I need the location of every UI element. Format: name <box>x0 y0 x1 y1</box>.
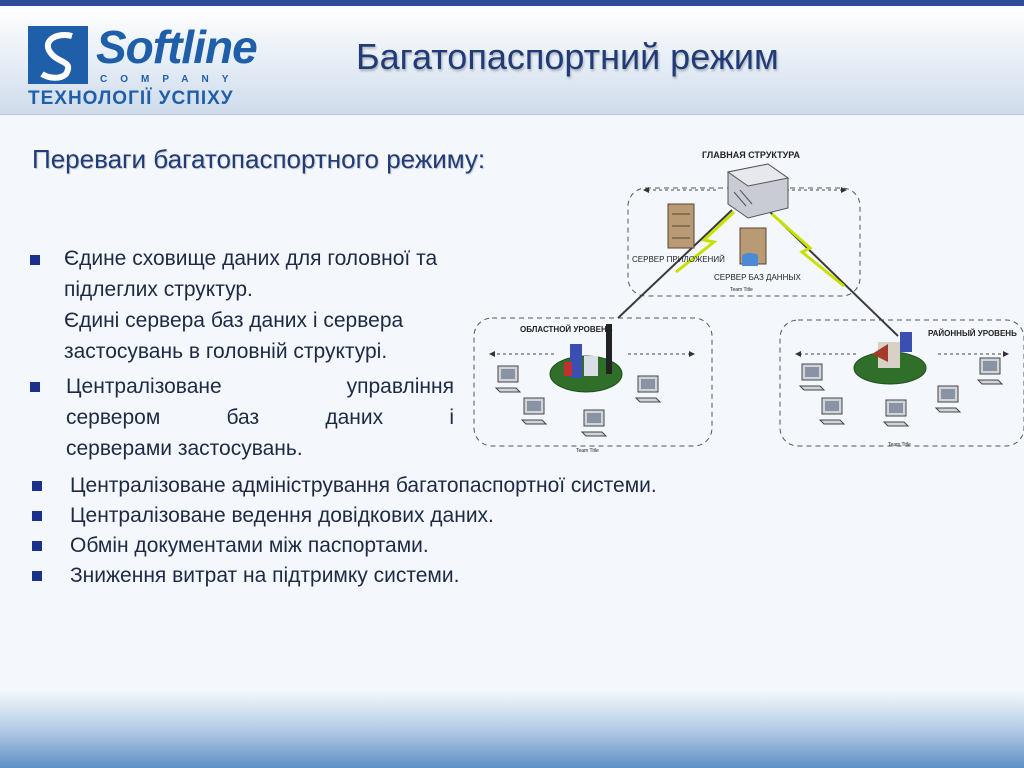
district-level-border <box>779 319 1024 447</box>
bullet-line: серверами застосувань. <box>66 437 303 460</box>
label-district-level: РАЙОННЫЙ УРОВЕНЬ <box>928 329 1017 338</box>
bullet-item-central-management: Централізоване управління сервером баз д… <box>66 371 454 464</box>
network-diagram: ГЛАВНАЯ СТРУКТУРА СЕРВЕР ПРИЛОЖЕНИЙ СЕРВ… <box>473 150 1024 454</box>
slide-title: Багатопаспортний режим <box>356 36 779 77</box>
list-item: Обмін документами між паспортами. <box>32 530 832 560</box>
list-item-text: Обмін документами між паспортами. <box>70 534 429 557</box>
label-regional-level: ОБЛАСТНОЙ УРОВЕНЬ <box>520 325 613 334</box>
workstation-icon <box>494 365 522 393</box>
workstation-icon <box>634 375 662 403</box>
bullet-line: підлеглих структур. <box>64 278 253 301</box>
list-item-text: Централізоване адміністрування багатопас… <box>70 474 657 497</box>
bullet-item-shared-storage: Єдине сховище даних для головної та підл… <box>64 243 484 367</box>
subheading: Переваги багатопаспортного режиму: <box>32 144 486 174</box>
softline-logo: Softline COMPANY ТЕХНОЛОГІЇ УСПІХУ <box>28 18 268 110</box>
benefits-list: Централізоване адміністрування багатопас… <box>32 470 832 590</box>
regional-level-border <box>473 317 713 447</box>
workstation-icon <box>934 385 962 413</box>
regional-city-icon <box>549 324 623 393</box>
logo-slogan: ТЕХНОЛОГІЇ УСПІХУ <box>28 88 234 109</box>
logo-mark-icon <box>28 26 88 84</box>
header-band: Softline COMPANY ТЕХНОЛОГІЇ УСПІХУ Багат… <box>0 6 1024 115</box>
logo-word: Softline <box>96 21 258 73</box>
label-team-title: Team Title <box>576 448 599 454</box>
bullet-word: баз <box>226 406 260 429</box>
logo-company: COMPANY <box>100 74 242 85</box>
list-item: Зниження витрат на підтримку системи. <box>32 560 832 590</box>
workstation-icon <box>520 397 548 425</box>
district-city-icon <box>853 332 927 385</box>
workstation-icon <box>580 409 608 437</box>
label-main-structure: ГЛАВНАЯ СТРУКТУРА <box>702 150 800 160</box>
list-item-text: Зниження витрат на підтримку системи. <box>70 564 460 587</box>
list-item: Централізоване ведення довідкових даних. <box>32 500 832 530</box>
db-server-icon <box>739 227 767 266</box>
app-server-icon <box>667 203 695 249</box>
top-rule <box>0 0 1024 6</box>
bullet-square-icon <box>30 255 40 265</box>
lightning-icon <box>770 212 845 288</box>
list-item: Централізоване адміністрування багатопас… <box>32 470 832 500</box>
bullet-square-icon <box>32 511 42 521</box>
label-team-title: Team Title <box>888 442 911 448</box>
bullet-line: Єдине сховище даних для головної та <box>64 247 438 270</box>
main-server-icon <box>726 163 790 219</box>
label-team-title: Team Title <box>730 287 753 293</box>
bullet-word: і <box>449 406 454 429</box>
bullet-word: управління <box>346 375 454 398</box>
bullet-square-icon <box>32 541 42 551</box>
workstation-icon <box>818 397 846 425</box>
lightning-icon <box>675 210 736 274</box>
label-app-server: СЕРВЕР ПРИЛОЖЕНИЙ <box>632 255 725 264</box>
bullet-word: Централізоване <box>66 375 222 398</box>
bullet-word: сервером <box>66 406 161 429</box>
bullet-line: Єдині сервера баз даних і сервера <box>64 309 404 332</box>
workstation-icon <box>976 357 1004 385</box>
bullet-line: сервером баз даних і <box>66 402 454 433</box>
footer-band <box>0 690 1024 768</box>
bullet-square-icon <box>32 571 42 581</box>
workstation-icon <box>798 363 826 391</box>
bullet-word: даних <box>325 406 384 429</box>
bullet-line: Централізоване управління <box>66 371 454 402</box>
bullet-square-icon <box>32 481 42 491</box>
label-db-server: СЕРВЕР БАЗ ДАННЫХ <box>714 273 801 282</box>
list-item-text: Централізоване ведення довідкових даних. <box>70 504 494 527</box>
bullet-line: застосувань в головній структурі. <box>64 340 388 363</box>
bullet-square-icon <box>30 382 40 392</box>
workstation-icon <box>882 399 910 427</box>
link-line <box>617 209 733 319</box>
